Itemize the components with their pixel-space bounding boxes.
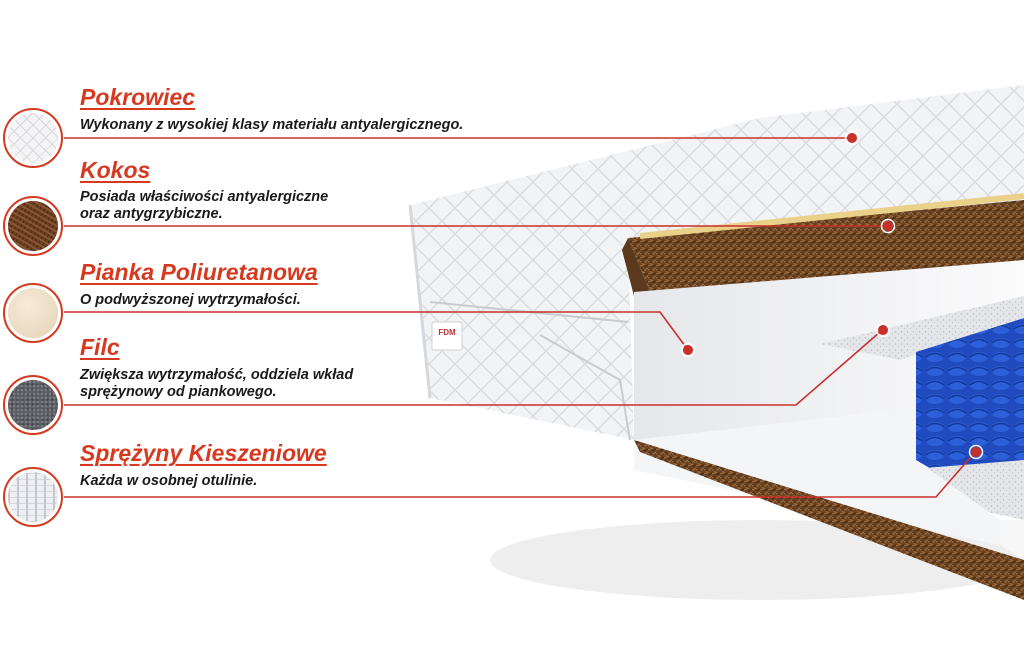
felt-layer-top (820, 296, 1024, 360)
layer-title: Kokos (80, 157, 151, 183)
coconut-fiber-icon (3, 196, 63, 256)
connector-pianka (64, 311, 689, 351)
layer-title: Pokrowiec (80, 84, 196, 110)
coconut-layer-bottom (634, 440, 1024, 600)
foam-icon (3, 283, 63, 343)
pocket-springs (916, 318, 1024, 486)
layer-description-line: Zwiększa wytrzymałość, oddziela wkład (80, 367, 354, 383)
quilted-fabric-icon (3, 108, 63, 168)
layer-title: Pianka Poliuretanowa (80, 259, 318, 285)
layer-description-line: sprężynowy od piankowego. (80, 384, 277, 400)
cover-side (410, 205, 634, 440)
connector-sprezyny (64, 451, 976, 498)
pocket-springs-icon (3, 467, 63, 527)
layer-description-line: Każda w osobnej otulinie. (80, 473, 258, 489)
layer-title: Filc (80, 334, 120, 360)
connector-filc (64, 331, 881, 406)
foam-layer-bottom (634, 408, 1000, 545)
layer-title: Sprężyny Kieszeniowe (80, 440, 327, 466)
cover-top (410, 85, 1024, 238)
foam-layer (634, 260, 1024, 440)
layer-description-line: O podwyższonej wytrzymałości. (80, 292, 301, 308)
brand-tag: FDM (438, 328, 456, 337)
layer-description-line: Wykonany z wysokiej klasy materiału anty… (80, 117, 464, 133)
layer-description-line: Posiada właściwości antyalergiczne (80, 189, 329, 205)
layer-description-line: oraz antygrzybiczne. (80, 206, 223, 222)
felt-icon (3, 375, 63, 435)
